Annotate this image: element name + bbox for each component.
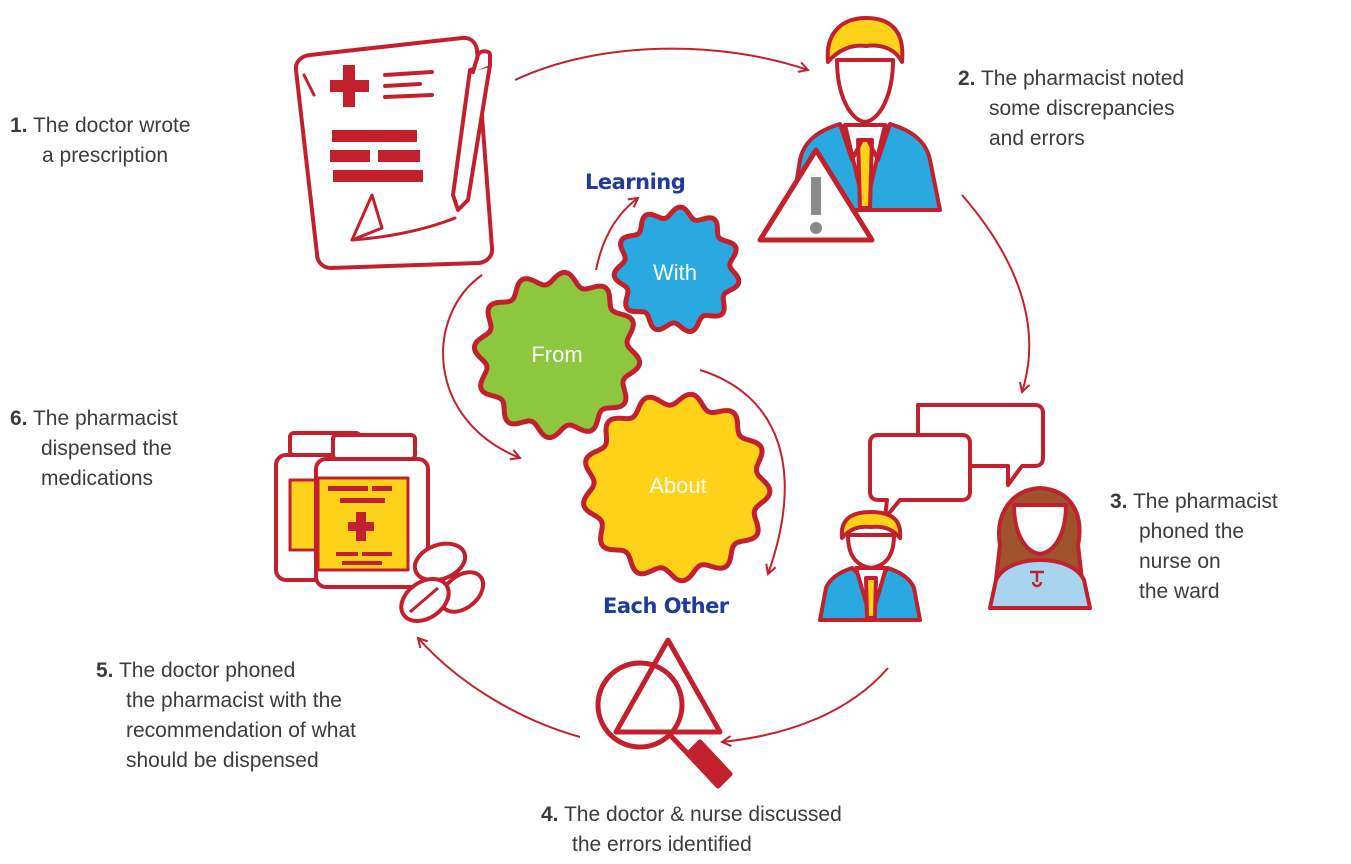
step-2-line-2: some discrepancies bbox=[989, 97, 1175, 120]
step-3: 3. The pharmacist phoned the nurse on th… bbox=[1110, 487, 1278, 607]
step-4: 4. The doctor & nurse discussed the erro… bbox=[541, 800, 842, 860]
step-6-line-2: dispensed the bbox=[41, 437, 172, 460]
step-1-line-2: a prescription bbox=[42, 144, 169, 167]
step-3-number: 3. bbox=[1110, 490, 1128, 513]
arrow-from-to-learning bbox=[595, 198, 638, 271]
gear-top-word: Learning bbox=[585, 170, 686, 194]
prescription-icon bbox=[293, 35, 495, 270]
step-6-number: 6. bbox=[10, 407, 28, 430]
step-4-number: 4. bbox=[541, 803, 559, 826]
arrow-4-to-5 bbox=[418, 638, 581, 738]
magnifier-triangle-icon bbox=[595, 637, 733, 789]
gear-with-label: With bbox=[653, 260, 697, 285]
step-5-line-1: The doctor phoned bbox=[118, 659, 296, 682]
step-5-line-3: recommendation of what bbox=[126, 719, 356, 742]
step-1: 1. The doctor wrote a prescription bbox=[10, 111, 191, 171]
gear-with bbox=[611, 204, 742, 334]
cycle-arrows bbox=[418, 47, 1029, 742]
step-6-line-1: The pharmacist bbox=[32, 407, 178, 430]
gear-about-label: About bbox=[649, 473, 707, 498]
step-1-number: 1. bbox=[10, 114, 28, 137]
step-5: 5. The doctor phoned the pharmacist with… bbox=[96, 656, 356, 776]
step-4-line-1: The doctor & nurse discussed bbox=[563, 803, 842, 826]
step-3-line-1: The pharmacist bbox=[1132, 490, 1278, 513]
arrow-2-to-3 bbox=[961, 194, 1029, 392]
arrow-right-loop bbox=[699, 369, 786, 574]
pharmacist-warning-icon bbox=[757, 16, 942, 243]
step-3-line-3: nurse on bbox=[1139, 550, 1221, 573]
step-1-line-1: The doctor wrote bbox=[32, 114, 191, 137]
gear-from-label: From bbox=[531, 342, 583, 367]
phone-conversation-icon bbox=[818, 403, 1092, 622]
gear-from bbox=[471, 269, 643, 441]
step-5-line-2: the pharmacist with the bbox=[126, 689, 342, 712]
step-3-line-2: phoned the bbox=[1139, 520, 1245, 543]
step-6-line-3: medications bbox=[41, 467, 154, 490]
step-2-line-3: and errors bbox=[989, 127, 1085, 150]
step-5-line-4: should be dispensed bbox=[126, 749, 319, 772]
step-6: 6. The pharmacist dispensed the medicati… bbox=[10, 404, 178, 494]
arrow-left-loop bbox=[442, 274, 520, 458]
arrow-1-to-2 bbox=[514, 47, 808, 81]
step-5-number: 5. bbox=[96, 659, 114, 682]
medication-bottles-icon bbox=[274, 431, 486, 623]
step-2: 2. The pharmacist noted some discrepanci… bbox=[958, 64, 1184, 154]
gear-bottom-word: Each Other bbox=[603, 594, 729, 618]
step-4-line-2: the errors identified bbox=[572, 833, 752, 856]
gears bbox=[471, 204, 773, 584]
step-2-line-1: The pharmacist noted bbox=[980, 67, 1185, 90]
gear-about bbox=[581, 391, 773, 584]
step-3-line-4: the ward bbox=[1139, 580, 1220, 603]
step-2-number: 2. bbox=[958, 67, 976, 90]
arrow-3-to-4 bbox=[722, 667, 889, 742]
gear-arrows bbox=[442, 198, 786, 574]
